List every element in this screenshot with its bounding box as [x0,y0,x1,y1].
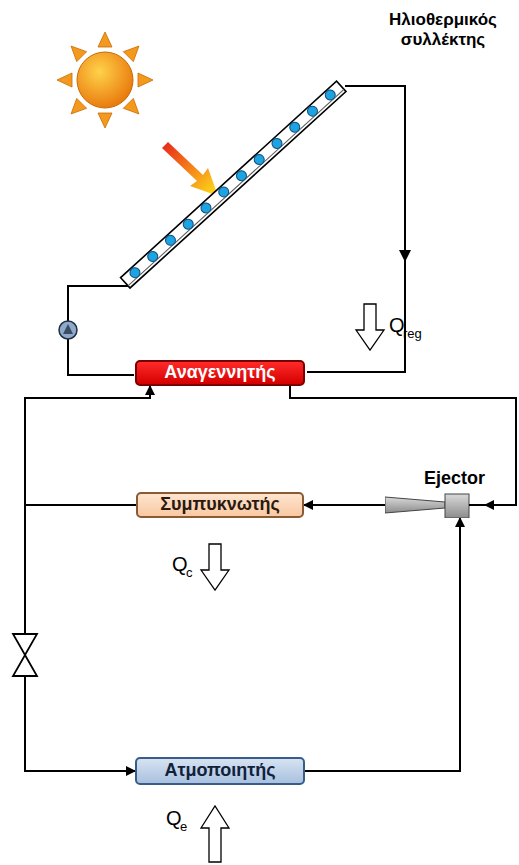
heat-subscript: c [186,565,193,581]
heat-subscript: reg [403,326,422,342]
collector-tube [252,153,266,167]
condenser-box: Συμπυκνωτής [136,492,304,518]
regenerator-box: Αναγεννητής [135,360,305,386]
collector-tube [146,249,160,263]
pipe-connector [25,386,150,505]
node-label: Αναγεννητής [164,363,275,383]
collector-tube [288,120,302,134]
heat-symbol: Q [172,552,188,576]
collector-tube [128,266,142,280]
evaporator-box: Ατμοποιητής [135,757,305,785]
collector-tube [234,169,248,183]
ejector-diffuser [385,497,445,513]
ejector-chamber [445,494,469,518]
pipe-connector [305,518,460,771]
pipe-connector [304,504,385,506]
sun-ray [98,113,112,128]
expansion-valve [13,634,37,676]
solar-collector [121,81,346,288]
pipe-connector [290,386,516,505]
sunlight-arrow [162,142,218,196]
ejector-symbol: Ejector [385,468,485,518]
sun [57,32,153,128]
sun-ray [57,73,72,87]
node-label: Συμπυκνωτής [160,495,280,515]
flow-arrow [399,250,411,262]
ejector-inlet [469,504,485,506]
collector-loop [68,86,405,375]
node-label: Ατμοποιητής [164,761,275,781]
sun-ray [123,46,139,62]
collector-tube [323,88,337,102]
heat-subscript: e [180,819,187,835]
pump [59,321,77,339]
collector-tube [217,185,231,199]
collector-tube [199,201,213,215]
collector-tube [181,217,195,231]
heat-symbol: Q [166,806,182,830]
sun-ray [138,73,153,87]
node-label: Ejector [424,468,485,489]
component-label: Ηλιοθερμικός συλλέκτης [372,10,514,51]
sun-ray [71,46,87,62]
pipe-connector [25,505,136,771]
collector-tube [270,136,284,150]
sun-ray [71,98,87,114]
collector-tube [305,104,319,118]
sun-ray [98,32,112,47]
sun-ray [123,98,139,114]
heat-symbol: Q [389,313,405,337]
collector-tube [163,233,177,247]
